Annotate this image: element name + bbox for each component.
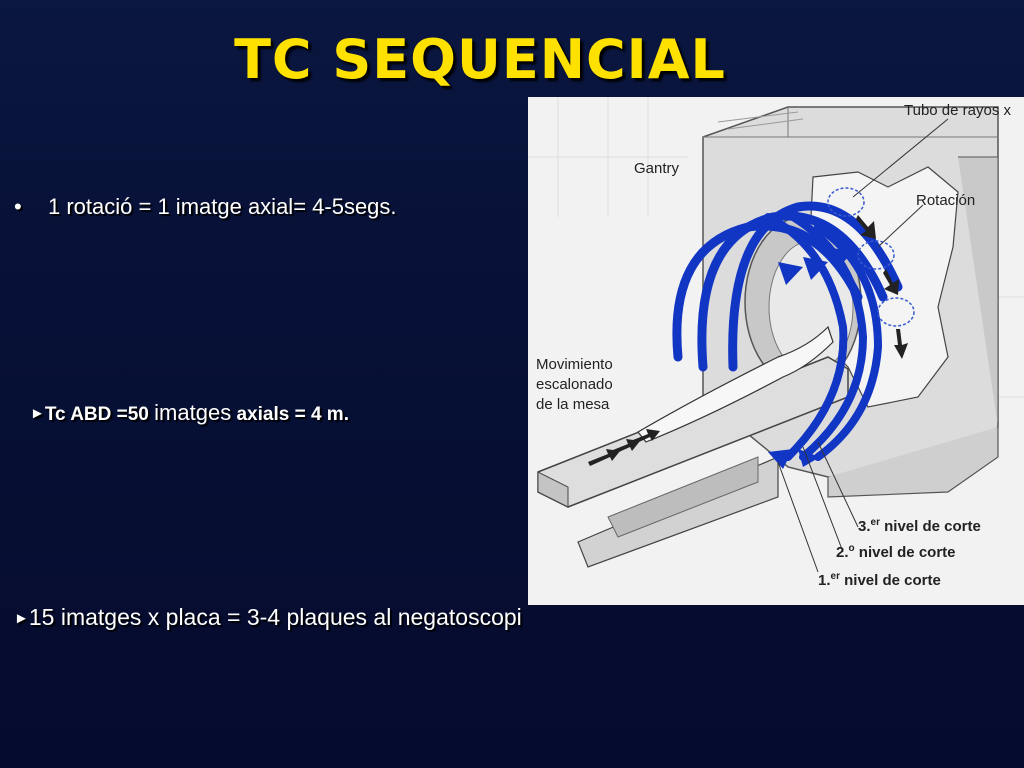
label-movement-3: de la mesa	[536, 396, 610, 413]
label-cut-2: 2.o nivel de corte	[836, 543, 956, 561]
bullet-abd-part1: Tc ABD =50	[44, 404, 155, 425]
ct-scanner-illustration: Tubo de rayos x Gantry Rotación Movimien…	[528, 97, 1024, 605]
label-gantry: Gantry	[634, 160, 680, 177]
bullet-abd-part2: imatges	[154, 400, 232, 425]
label-cut-3: 3.er nivel de corte	[858, 517, 981, 535]
bullet-plates: ►15 imatges x placa = 3-4 plaques al neg…	[14, 604, 522, 631]
bullet-marker: •	[14, 194, 22, 219]
bullet-arrow-icon: ►	[14, 610, 29, 627]
rotation-arrowheads	[768, 247, 853, 469]
patient-table	[537, 325, 849, 568]
bullet-abd-part3: axials = 4 m.	[231, 404, 349, 425]
xray-tube-positions	[827, 187, 915, 327]
bullet-arrow-icon: ►	[30, 405, 45, 422]
tube-motion-arrows	[856, 215, 908, 359]
bullet-plates-text: 15 imatges x placa = 3-4 plaques al nega…	[28, 604, 522, 630]
bullet-rotation-text: 1 rotació = 1 imatge axial= 4-5segs.	[48, 194, 397, 219]
ct-scanner-diagram: Tubo de rayos x Gantry Rotación Movimien…	[528, 97, 1024, 605]
label-rotation: Rotación	[916, 192, 975, 209]
bullet-rotation: • 1 rotació = 1 imatge axial= 4-5segs.	[14, 194, 397, 220]
bullet-abd: ►Tc ABD =50 imatges axials = 4 m.	[30, 400, 349, 426]
label-tube: Tubo de rayos x	[904, 102, 1011, 119]
leader-lines	[777, 118, 949, 573]
label-movement-2: escalonado	[536, 376, 613, 393]
label-cut-1: 1.er nivel de corte	[818, 571, 941, 589]
rotation-arrows	[672, 201, 903, 461]
slide-title: TC SEQUENCIAL	[234, 28, 726, 91]
label-movement-1: Movimiento	[536, 356, 613, 373]
